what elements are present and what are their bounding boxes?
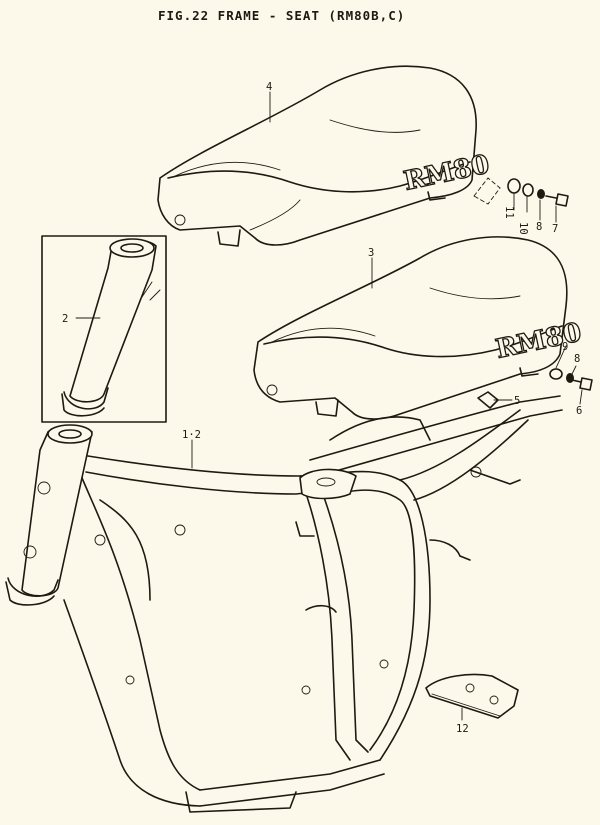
callout-2: 2 <box>62 313 68 325</box>
callout-12: 12 <box>456 723 469 735</box>
callout-5: 5 <box>514 395 520 407</box>
callout-8-lower: 8 <box>574 353 580 365</box>
callout-9: 9 <box>562 341 568 353</box>
seat-part-3 <box>253 236 568 420</box>
callout-labels: 1·2 2 3 4 5 6 7 8 8 9 10 11 12 <box>62 81 582 735</box>
callout-6: 6 <box>576 405 582 417</box>
callout-4: 4 <box>266 81 272 93</box>
frame-part-1-2 <box>5 395 563 813</box>
callout-1-2: 1·2 <box>182 429 201 441</box>
callout-11: 11 <box>503 206 515 219</box>
plate-part-12 <box>425 673 519 719</box>
callout-3: 3 <box>368 247 374 259</box>
callout-7: 7 <box>552 223 558 235</box>
callout-8-upper: 8 <box>536 221 542 233</box>
seat-part-4 <box>157 65 477 247</box>
inset-box-part-2 <box>41 235 167 423</box>
leader-lines <box>75 91 583 721</box>
figure-title: FIG.22 FRAME - SEAT (RM80B,C) <box>158 8 406 23</box>
callout-10: 10 <box>517 222 529 235</box>
hardware-seat-4 <box>473 177 569 207</box>
